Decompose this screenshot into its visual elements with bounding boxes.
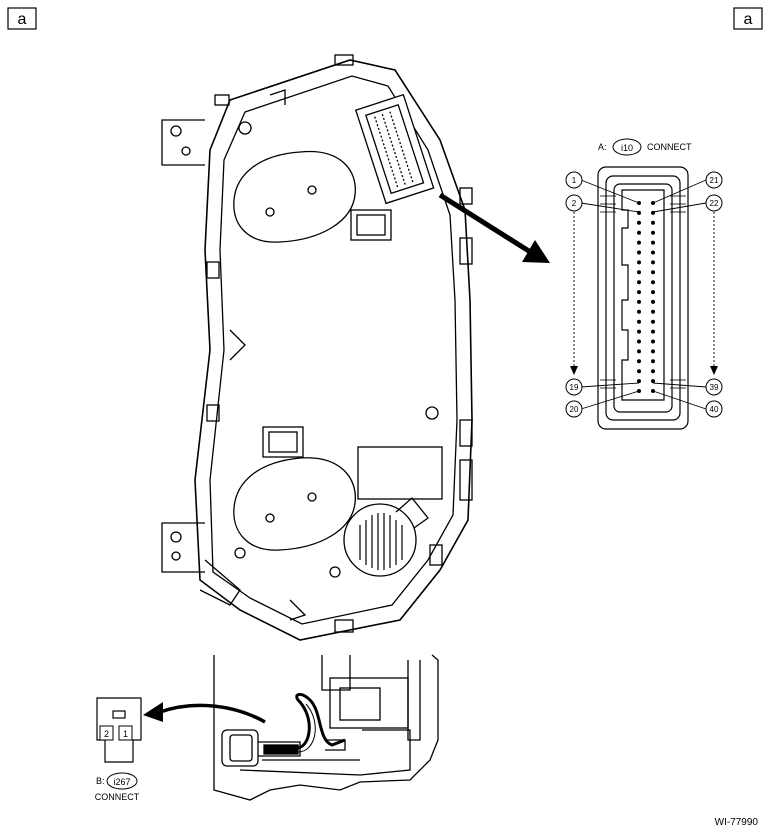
pin-dot [637, 230, 641, 235]
pin-dot [637, 349, 641, 354]
pin-dot [651, 250, 655, 255]
pin-dot [637, 359, 641, 364]
connector-b-heading: B: i267 CONNECT [95, 772, 140, 802]
pin-dot [637, 270, 641, 275]
connector-a-heading: A: i10 CONNECT [598, 138, 692, 156]
pin-dot [651, 349, 655, 354]
pin-dot [651, 329, 655, 334]
connector-a-body [597, 166, 689, 430]
pin-dot [651, 309, 655, 314]
connector-a-pin-dots [637, 201, 655, 393]
pin-dot [651, 359, 655, 364]
svg-text:A:: A: [598, 142, 607, 152]
pin-dot [651, 319, 655, 324]
svg-text:i10: i10 [621, 143, 633, 153]
pin-dot [637, 260, 641, 265]
svg-text:1: 1 [123, 729, 128, 739]
scan-arrow-right [710, 366, 718, 375]
pin-label-39: 39 [705, 378, 723, 396]
connector-b-terminal-2: 2 [99, 725, 114, 741]
svg-text:i267: i267 [113, 777, 130, 787]
pin-dot [637, 250, 641, 255]
pin-label-20: 20 [565, 400, 583, 418]
pin-dot [651, 339, 655, 344]
pin-label-2: 2 [565, 194, 583, 212]
pin-label-1: 1 [565, 171, 583, 189]
svg-text:a: a [744, 11, 753, 28]
svg-text:CONNECT: CONNECT [95, 792, 140, 802]
pin-label-40: 40 [705, 400, 723, 418]
pin-dot [637, 299, 641, 304]
pin-dot [651, 270, 655, 275]
pin-dot [637, 290, 641, 295]
svg-text:20: 20 [570, 405, 579, 414]
corner-label-left: a [7, 7, 37, 30]
pin-dot [651, 240, 655, 245]
arrow-to-connector-b [143, 702, 266, 724]
pin-dot [637, 339, 641, 344]
pin-dot [651, 299, 655, 304]
pin-dot [651, 369, 655, 374]
pin-dot [651, 280, 655, 285]
svg-text:1: 1 [572, 176, 577, 185]
figure-code: WI-77990 [715, 817, 759, 828]
svg-text:2: 2 [572, 199, 577, 208]
pin-label-22: 22 [705, 194, 723, 212]
svg-text:39: 39 [710, 383, 719, 392]
pin-dot [651, 379, 655, 384]
scan-arrow-left [570, 366, 578, 375]
pin-dot [637, 309, 641, 314]
pin-dot [651, 220, 655, 225]
pin-dot [637, 329, 641, 334]
svg-text:B:: B: [96, 776, 105, 786]
pin-dot [651, 260, 655, 265]
svg-text:CONNECT: CONNECT [647, 142, 692, 152]
pin-dot [637, 379, 641, 384]
connector-b-terminal-1: 1 [118, 725, 133, 741]
arrow-to-connector-a [438, 192, 550, 263]
svg-text:19: 19 [570, 383, 579, 392]
pin-dot [651, 230, 655, 235]
pin-dot [637, 220, 641, 225]
svg-text:40: 40 [710, 405, 719, 414]
lower-detail-housing [213, 654, 439, 801]
pin-dot [637, 319, 641, 324]
pin-dot [637, 369, 641, 374]
pin-dot [637, 280, 641, 285]
svg-text:2: 2 [104, 729, 109, 739]
corner-label-right: a [733, 7, 763, 30]
pin-label-19: 19 [565, 378, 583, 396]
pin-dot [637, 240, 641, 245]
pin-dot [651, 290, 655, 295]
connector-a-pin-callouts [573, 179, 715, 410]
pin-label-21: 21 [705, 171, 723, 189]
svg-text:22: 22 [710, 199, 719, 208]
svg-text:21: 21 [710, 176, 719, 185]
meter-housing [161, 54, 473, 641]
svg-text:a: a [18, 11, 27, 28]
